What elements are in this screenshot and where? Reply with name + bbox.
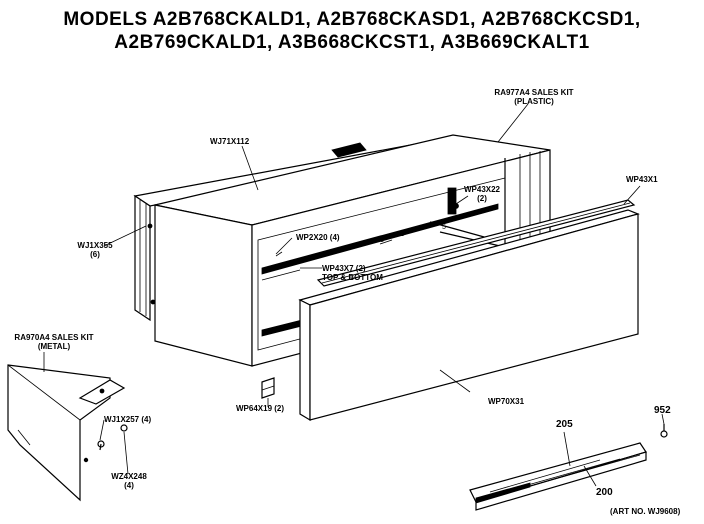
label-952: 952 xyxy=(654,405,671,416)
label-wz4x248: WZ4X248 (4) xyxy=(111,472,147,490)
label-wp43x7: WP43X7 (2) TOP & BOTTOM xyxy=(322,264,383,282)
label-wj1x257: WJ1X257 (4) xyxy=(104,415,152,424)
hardware-parts xyxy=(97,377,668,451)
callout-3: 3 xyxy=(380,237,384,244)
label-wj1x355: WJ1X355 (6) xyxy=(77,241,113,259)
callout-1: 1 xyxy=(400,231,404,238)
metal-side-kit xyxy=(7,364,126,502)
label-wp43x22: WP43X22 (2) xyxy=(463,185,501,203)
callout-5: 5 xyxy=(442,224,446,231)
label-200: 200 xyxy=(596,487,613,498)
models-title-line-2: A2B769CKALD1, A3B668CKCST1, A3B669CKALT1 xyxy=(114,32,590,53)
front-panel xyxy=(298,209,640,422)
label-wp43x1: WP43X1 xyxy=(626,175,658,184)
label-wp2x20: WP2X20 (4) xyxy=(296,233,340,242)
label-205: 205 xyxy=(556,419,573,430)
label-wp64x19: WP64X19 (2) xyxy=(236,404,285,413)
art-number: (ART NO. WJ9608) xyxy=(610,507,681,516)
grille-assembly xyxy=(469,442,647,511)
label-ra970a4: RA970A4 SALES KIT (METAL) xyxy=(14,333,94,351)
label-wj71x112: WJ71X112 xyxy=(210,137,250,146)
label-ra977a4: RA977A4 SALES KIT (PLASTIC) xyxy=(494,88,574,106)
label-wp70x31: WP70X31 xyxy=(488,397,525,406)
leader-lines xyxy=(43,103,665,487)
rail-strip xyxy=(316,199,636,287)
models-title-line-1: MODELS A2B768CKALD1, A2B768CKASD1, A2B76… xyxy=(63,9,641,30)
